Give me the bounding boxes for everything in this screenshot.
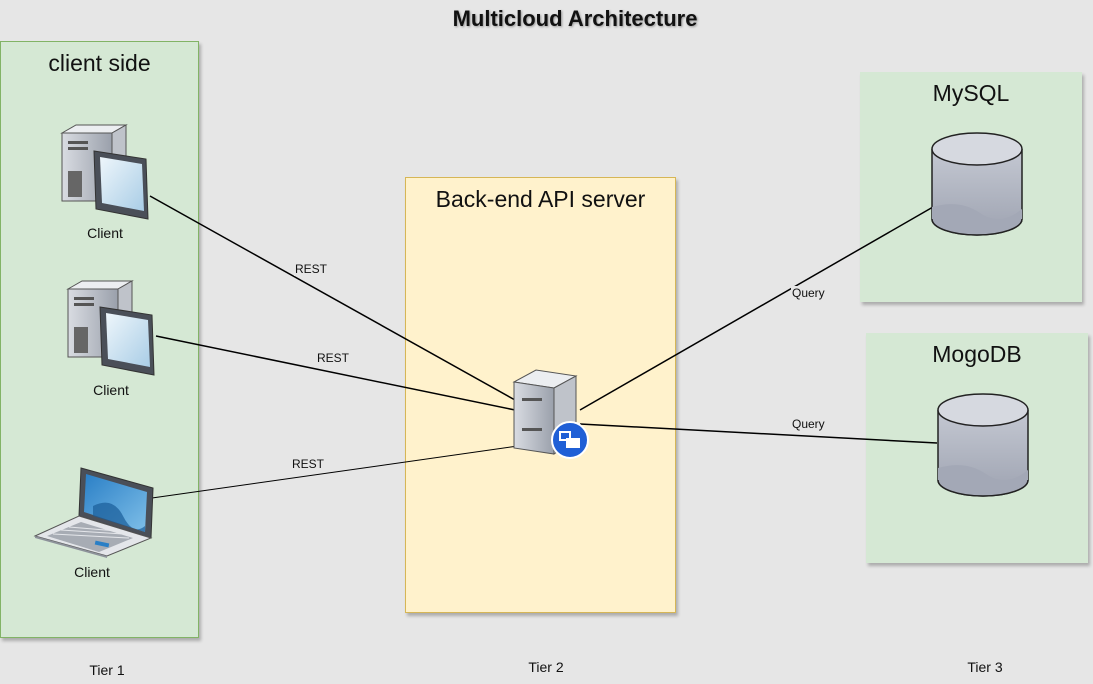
edge-rest-3 [151,445,519,499]
client-3-caption: Client [74,564,110,580]
server-icon [512,369,589,459]
diagram-title: Multicloud Architecture [452,6,698,31]
database-icon [931,132,1023,236]
database-icon [937,393,1029,497]
edge-label-query-2: Query [791,417,826,431]
desktop-computer-icon [60,124,149,220]
edge-label-rest-2: REST [316,351,351,365]
edge-query-1 [579,206,934,411]
tier-1-label: Tier 1 [89,662,125,678]
edge-label-query-1: Query [791,286,826,300]
mysql-zone: MySQL [860,72,1082,302]
client-side-label: client side [48,50,151,76]
edge-rest-1 [149,195,516,401]
mongodb-label: MogoDB [932,341,1022,367]
desktop-computer-icon [66,280,155,376]
client-1-caption: Client [87,225,123,241]
edge-label-rest-3: REST [291,457,326,471]
edge-query-2 [579,423,938,444]
mysql-label: MySQL [932,80,1010,106]
tier-3-label: Tier 3 [967,659,1003,675]
tier-2-label: Tier 2 [528,659,564,675]
edge-label-rest-1: REST [294,262,329,276]
backend-label: Back-end API server [435,186,646,212]
laptop-icon [33,467,154,558]
client-2-caption: Client [93,382,129,398]
edge-rest-2 [155,335,516,411]
